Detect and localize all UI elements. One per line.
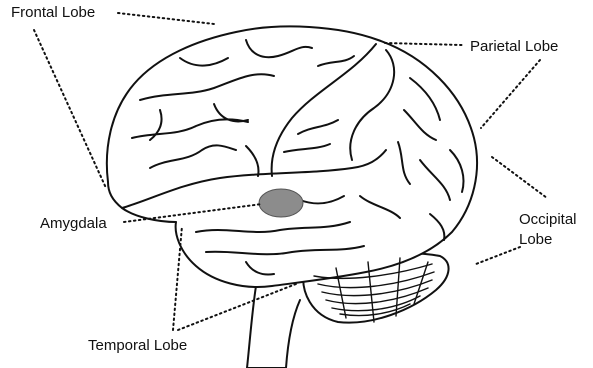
leader-occipital-low bbox=[476, 247, 520, 264]
label-occipital-line1: Occipital bbox=[519, 210, 577, 230]
leader-occipital-top bbox=[492, 157, 547, 198]
label-occipital-line2: Lobe bbox=[519, 230, 577, 250]
leader-frontal-top bbox=[118, 13, 214, 24]
label-temporal-lobe: Temporal Lobe bbox=[88, 337, 187, 355]
brainstem bbox=[247, 286, 300, 368]
leader-frontal-side bbox=[34, 30, 106, 188]
label-frontal-lobe: Frontal Lobe bbox=[11, 4, 95, 22]
leader-parietal-side bbox=[481, 60, 540, 128]
label-parietal-lobe: Parietal Lobe bbox=[470, 38, 558, 56]
leader-parietal bbox=[385, 43, 462, 45]
brain-outline bbox=[107, 26, 477, 287]
amygdala-region bbox=[259, 189, 303, 217]
label-amygdala: Amygdala bbox=[40, 215, 107, 233]
label-occipital-lobe: Occipital Lobe bbox=[519, 210, 577, 250]
leader-temporal-2 bbox=[178, 284, 296, 330]
